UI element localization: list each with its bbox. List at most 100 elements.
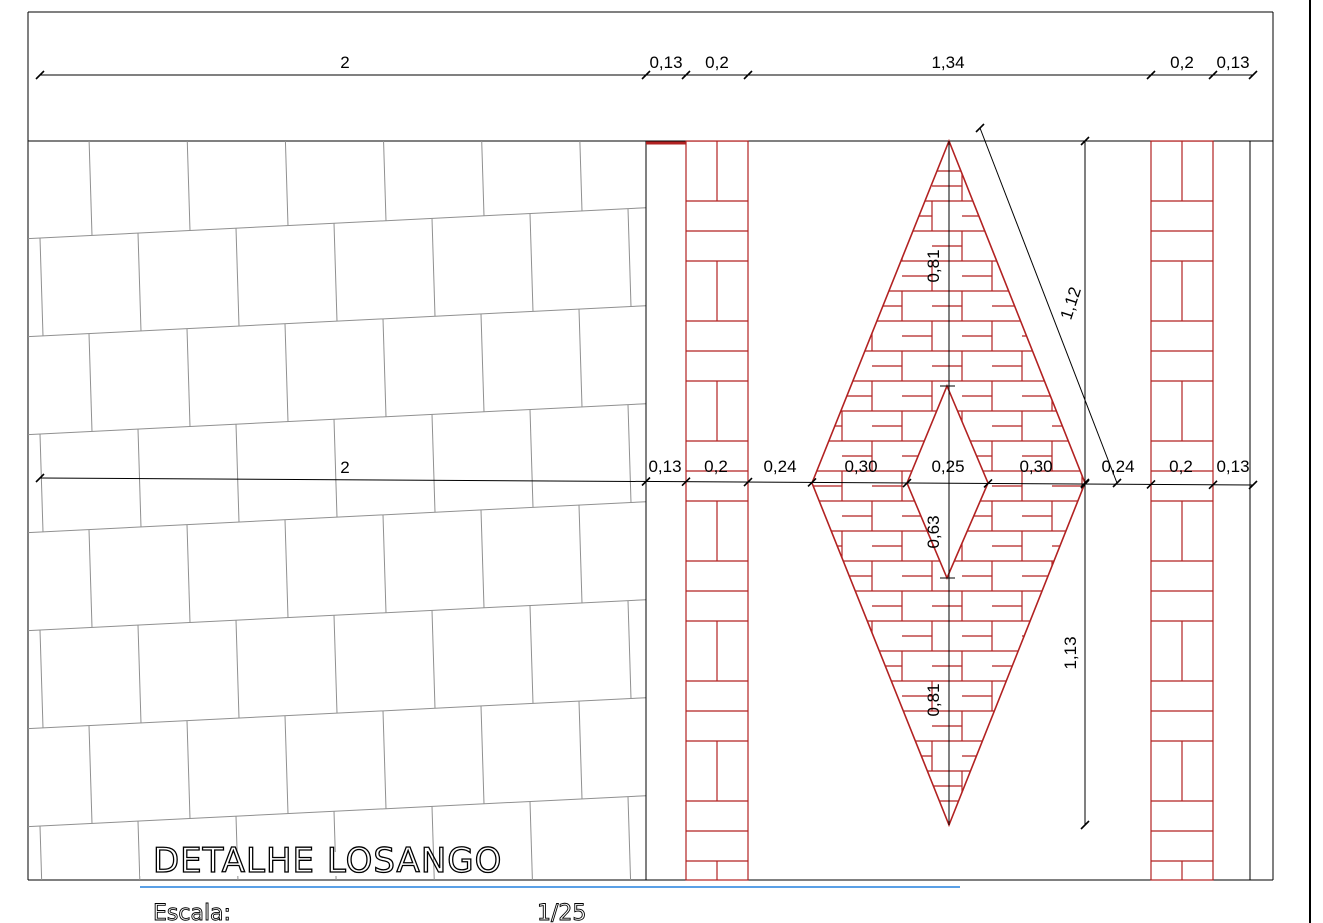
tile-course-line: [28, 141, 31, 142]
tile-joint: [39, 237, 44, 337]
dim-mid-0-13-right: 0,13: [1216, 457, 1249, 476]
tile-joint: [39, 629, 44, 729]
tile-joint: [39, 433, 44, 533]
tile-joint: [578, 309, 583, 408]
dim-mid-0-30-right: 0,30: [1019, 457, 1052, 476]
tile-joint: [235, 424, 240, 523]
tile-course-line: [28, 501, 646, 534]
tile-course-line: [28, 305, 646, 338]
dim-mid-0-30-left: 0,30: [844, 457, 877, 476]
dim-vert-0-63: 0,63: [924, 515, 943, 548]
tile-joint: [137, 821, 141, 880]
dim-top-2: 2: [340, 53, 349, 72]
tile-joint: [677, 304, 680, 402]
tile-joint: [333, 419, 338, 518]
dim-tick: [1208, 480, 1218, 490]
dim-tick: [1248, 480, 1258, 490]
tile-joint: [677, 108, 680, 206]
inner-diamond: [906, 383, 989, 581]
dim-top-1-34: 1,34: [931, 53, 964, 72]
dim-vert-0-81-lower: 0,81: [924, 683, 943, 716]
tile-joint: [677, 696, 680, 794]
tile-joint: [627, 404, 632, 503]
tile-joint: [627, 796, 632, 880]
dim-diag-1-12: 1,12: [1057, 285, 1085, 322]
tile-joint: [284, 715, 289, 814]
tile-course-line: [28, 697, 646, 730]
tile-joint: [382, 318, 387, 417]
tile-joint: [88, 725, 93, 824]
tile-joint: [235, 620, 240, 719]
tile-course-line: [0, 891, 700, 923]
tile-joint: [334, 27, 337, 125]
tile-joint: [284, 323, 289, 422]
dim-mid-0-24-right: 0,24: [1101, 457, 1134, 476]
tile-joint: [431, 414, 436, 513]
dim-top-0-2-right: 0,2: [1170, 53, 1194, 72]
tile-floor-hatch: [0, 13, 700, 923]
brick-strip-left: [685, 140, 749, 881]
dim-tick: [641, 476, 651, 487]
scale-value: 1/25: [537, 901, 586, 923]
tile-course-line: [28, 599, 646, 632]
tile-joint: [235, 228, 240, 327]
tile-joint: [40, 42, 43, 140]
tile-joint: [88, 529, 93, 628]
tile-joint: [627, 208, 632, 307]
tile-joint: [186, 720, 191, 819]
tile-joint: [480, 705, 485, 804]
dim-tick: [1248, 70, 1258, 80]
tile-course-line: [28, 207, 646, 240]
dim-mid-2: 2: [340, 458, 349, 477]
tile-joint: [628, 13, 631, 111]
drawing-title: DETALHE LOSANGO: [153, 841, 502, 881]
tile-joint: [186, 524, 191, 623]
tile-joint: [284, 141, 289, 226]
dim-tick: [1112, 478, 1122, 488]
dim-top-0-13-right: 0,13: [1216, 53, 1249, 72]
tile-joint: [677, 500, 680, 598]
dim-top-0-13-left: 0,13: [649, 53, 682, 72]
dim-tick: [35, 70, 45, 80]
tile-course-line: [28, 403, 646, 436]
tile-joint: [431, 806, 435, 880]
dim-mid-0-13-left: 0,13: [648, 457, 681, 476]
dim-tick: [743, 477, 753, 487]
dimension-ticks: [35, 70, 1258, 830]
dim-mid-0-25: 0,25: [931, 457, 964, 476]
dim-mid-0-2-left: 0,2: [704, 457, 728, 476]
tile-joint: [138, 37, 141, 135]
dim-tick: [641, 70, 651, 80]
tile-joint: [236, 32, 239, 130]
scale-label: Escala:: [153, 901, 231, 923]
dim-vert-0-81-upper: 0,81: [924, 249, 943, 282]
tile-joint: [333, 223, 338, 322]
dim-tick: [807, 477, 817, 488]
dim-top-0-2-left: 0,2: [705, 53, 729, 72]
tile-joint: [578, 701, 583, 800]
tile-joint: [284, 519, 289, 618]
dim-mid-0-24-left: 0,24: [763, 457, 796, 476]
tile-joint: [529, 801, 533, 880]
tile-joint: [186, 328, 191, 427]
tile-course-line: [28, 795, 646, 828]
dim-tick: [35, 473, 45, 483]
tile-joint: [480, 509, 485, 608]
dim-vert-1-13: 1,13: [1061, 636, 1080, 669]
tile-joint: [529, 605, 534, 704]
tile-joint: [529, 213, 534, 312]
tile-joint: [578, 505, 583, 604]
tile-joint: [186, 141, 191, 231]
tile-joint: [382, 514, 387, 613]
tile-joint: [88, 333, 93, 432]
tile-joint: [431, 218, 436, 317]
dim-tick: [1080, 478, 1090, 488]
tile-joint: [88, 141, 93, 236]
brick-strip-right: [1150, 140, 1214, 881]
dim-tick: [1146, 70, 1156, 80]
tile-joint: [530, 18, 533, 116]
dim-tick: [902, 478, 912, 488]
tile-joint: [431, 610, 436, 709]
dim-tick: [1208, 70, 1218, 80]
frame: [27, 0, 1311, 923]
